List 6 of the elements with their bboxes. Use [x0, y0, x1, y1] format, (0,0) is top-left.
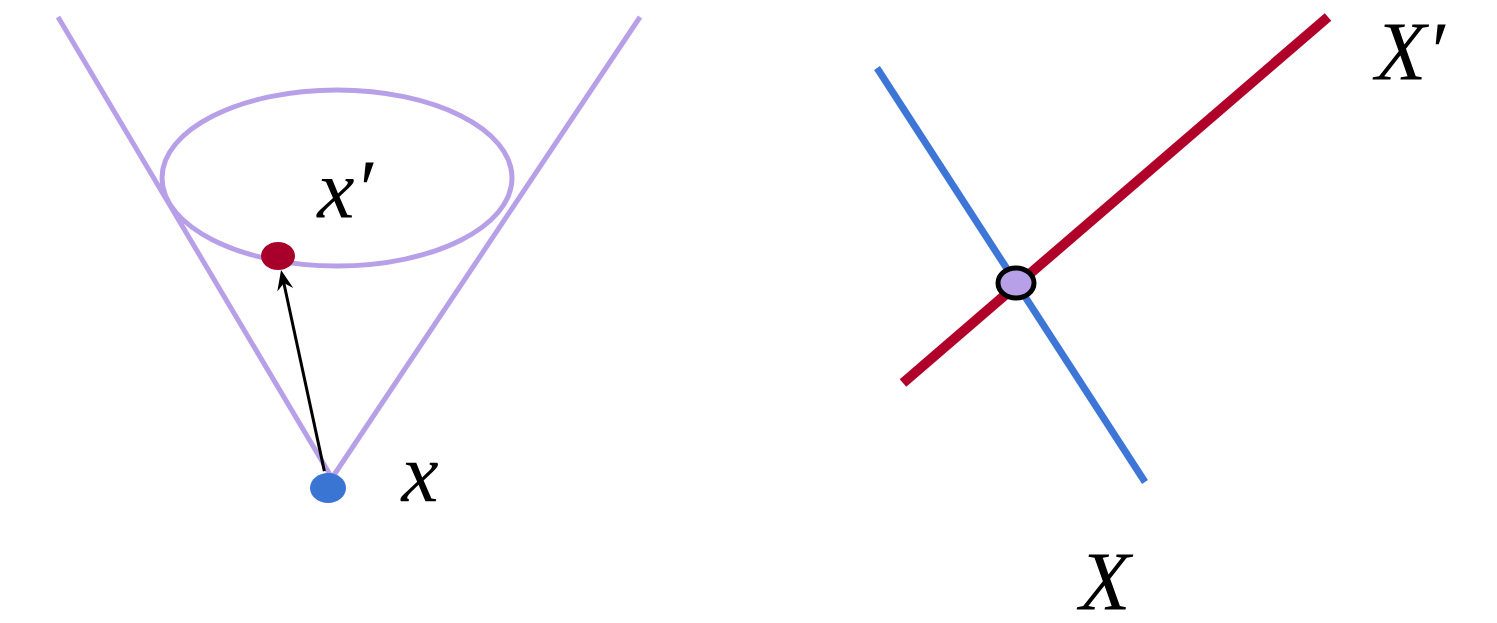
line-label: X′	[1372, 24, 1446, 80]
point-label: x	[400, 462, 438, 502]
point	[310, 473, 346, 503]
line-label: X	[1076, 554, 1134, 610]
point	[261, 242, 295, 270]
point-label: x′	[316, 162, 374, 218]
